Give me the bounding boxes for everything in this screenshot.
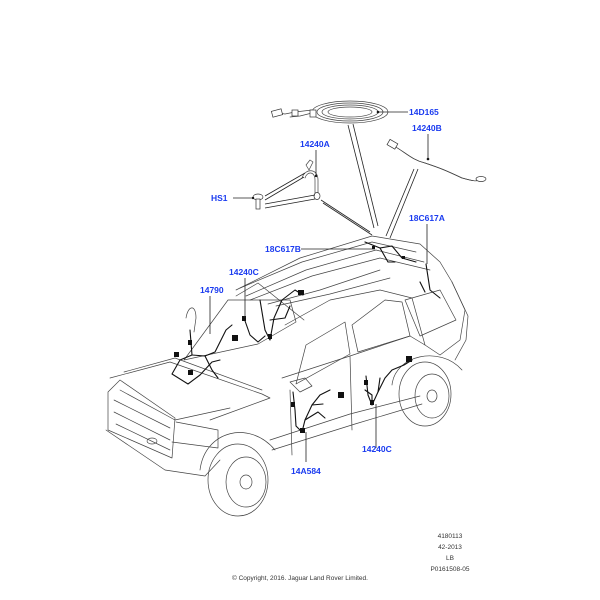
date-code: 42-2013 bbox=[438, 544, 462, 551]
callout-18c617a[interactable]: 18C617A bbox=[409, 213, 445, 223]
callout-leaders bbox=[209, 111, 429, 462]
screw-hs1[interactable] bbox=[251, 193, 264, 210]
ref-number: 4180113 bbox=[437, 533, 463, 540]
callout-14a584[interactable]: 14A584 bbox=[291, 466, 321, 476]
callout-14d165[interactable]: 14D165 bbox=[409, 107, 439, 117]
region-code: LB bbox=[446, 555, 454, 562]
wiring-harness bbox=[171, 241, 441, 433]
vehicle-body bbox=[105, 235, 469, 517]
cable-14240b[interactable] bbox=[386, 138, 487, 182]
illustration-id: P0161508-05 bbox=[430, 566, 470, 573]
callout-14240c-door[interactable]: 14240C bbox=[362, 444, 392, 454]
assembly-lines bbox=[264, 123, 419, 239]
bracket-14240a[interactable] bbox=[301, 159, 321, 200]
callout-18c617b[interactable]: 18C617B bbox=[265, 244, 301, 254]
callout-hs1[interactable]: HS1 bbox=[211, 193, 228, 203]
callout-14240a[interactable]: 14240A bbox=[300, 139, 330, 149]
copyright-notice: © Copyright, 2016. Jaguar Land Rover Lim… bbox=[232, 575, 368, 582]
callout-14240b[interactable]: 14240B bbox=[412, 123, 442, 133]
harness-14d165[interactable] bbox=[270, 100, 389, 124]
callout-14240c-roof[interactable]: 14240C bbox=[229, 267, 259, 277]
callout-14790[interactable]: 14790 bbox=[200, 285, 224, 295]
